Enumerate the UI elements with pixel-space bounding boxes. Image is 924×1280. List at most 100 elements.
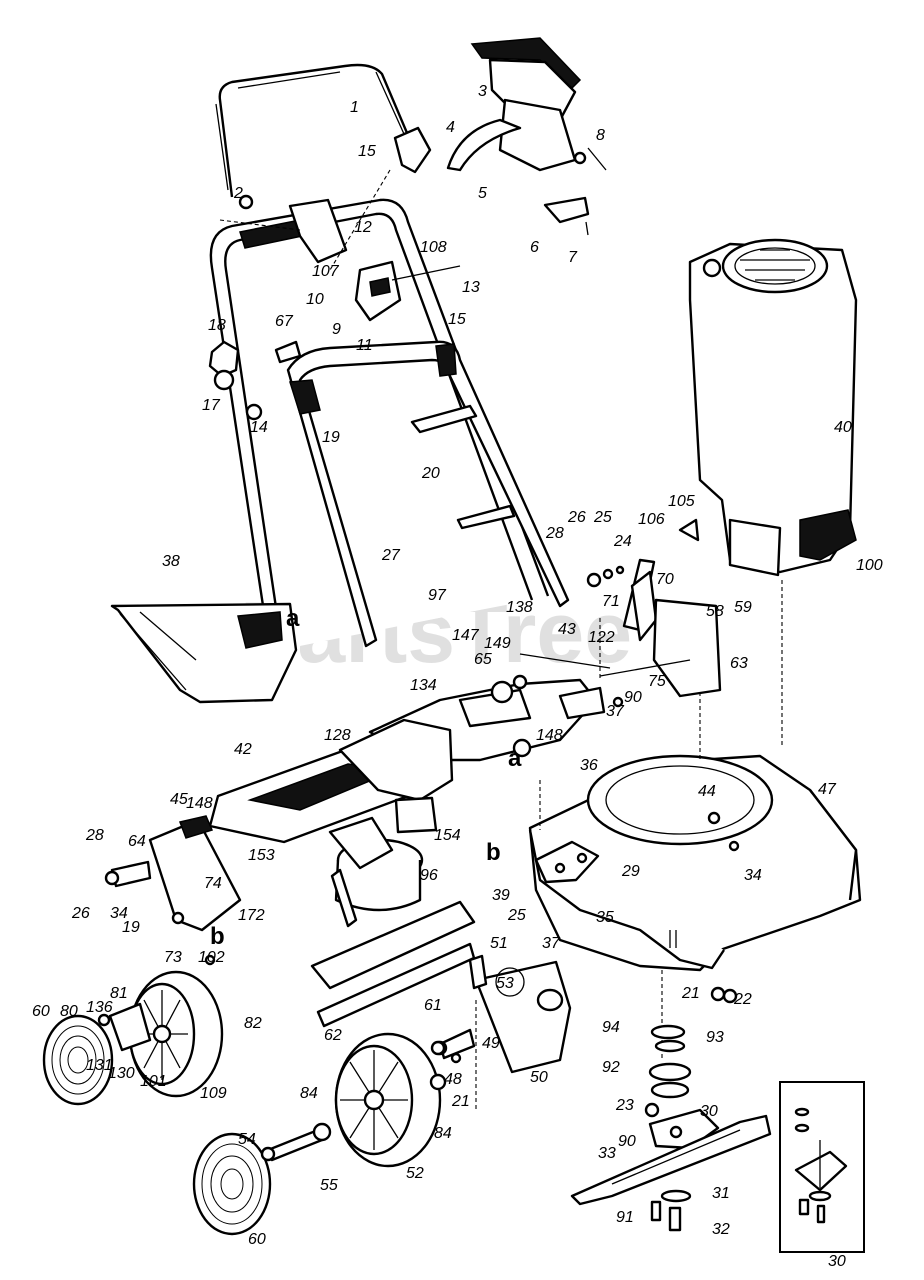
part-number-label: 73 [164, 949, 182, 966]
part-number-label: 71 [602, 593, 620, 610]
part-number-label: 24 [613, 533, 632, 550]
part-number-label: 40 [834, 419, 852, 436]
part-number-label: 92 [602, 1059, 620, 1076]
part-number-label: 63 [730, 655, 748, 672]
part-number-label: 136 [86, 999, 113, 1016]
handle-knob [238, 194, 254, 210]
part-number-label: 28 [545, 525, 564, 542]
rear-hubcap [42, 1014, 114, 1106]
part-number-label: 96 [420, 867, 438, 884]
part-number-label: 4 [446, 119, 455, 136]
part-number-label: 122 [588, 629, 615, 646]
part-number-label: 131 [86, 1057, 113, 1074]
part-number-label: 67 [275, 313, 294, 330]
part-number-label: 34 [744, 867, 762, 884]
part-number-label: 21 [681, 985, 700, 1002]
rear-wheel-adjuster [97, 1002, 152, 1052]
part-number-label: 60 [32, 1003, 50, 1020]
part-number-label: 54 [238, 1131, 256, 1148]
part-number-label: 19 [322, 429, 340, 446]
mower-blade [570, 1114, 772, 1206]
part-number-label: 12 [354, 219, 372, 236]
part-number-label: 106 [638, 511, 665, 528]
part-number-label: 22 [733, 991, 752, 1008]
part-number-label: 97 [428, 587, 447, 604]
part-number-label: 10 [306, 291, 324, 308]
front-wheel [334, 1032, 442, 1168]
part-number-label: 36 [580, 757, 598, 774]
part-number-label: 35 [596, 909, 614, 926]
part-number-label: 5 [478, 185, 487, 202]
part-number-label: 27 [381, 547, 401, 564]
part-number-label: 134 [410, 677, 437, 694]
handle-bracket [393, 126, 432, 174]
part-number-label: 2 [233, 185, 243, 202]
part-number-label: 53 [496, 975, 514, 992]
part-number-label: 11 [356, 337, 373, 354]
part-number-label: 21 [451, 1093, 470, 1110]
part-number-label: 33 [598, 1145, 616, 1162]
part-number-label: 9 [332, 321, 341, 338]
part-number-label: 31 [712, 1185, 730, 1202]
discharge-deflector [328, 816, 424, 928]
front-axle-bolt [260, 1040, 462, 1162]
part-number-label: 90 [618, 1133, 636, 1150]
part-number-label: 65 [474, 651, 492, 668]
mower-deck [528, 754, 862, 972]
callout-b-deck: b [486, 839, 501, 866]
part-number-label: 70 [656, 571, 674, 588]
part-number-label: 147 [452, 627, 480, 644]
part-number-label: 75 [648, 673, 666, 690]
part-number-label: 74 [204, 875, 222, 892]
part-number-label: 1 [350, 99, 359, 116]
rear-baffle [310, 900, 476, 1028]
part-number-label: 94 [602, 1019, 620, 1036]
part-number-label: 62 [324, 1027, 342, 1044]
part-number-label: 60 [248, 1231, 266, 1248]
part-number-label: 37 [542, 935, 561, 952]
part-number-label: 30 [700, 1103, 718, 1120]
part-number-label: 138 [506, 599, 533, 616]
part-number-label: 148 [536, 727, 563, 744]
engine [678, 238, 858, 577]
cable-bracket [354, 260, 461, 322]
part-number-label: 80 [60, 1003, 78, 1020]
part-number-label: 100 [856, 557, 883, 574]
part-number-label: 15 [448, 311, 466, 328]
upper-handle [215, 63, 418, 198]
callout-b-bracket: b [210, 923, 225, 950]
part-number-label: 52 [406, 1165, 424, 1182]
part-number-label: 44 [698, 783, 716, 800]
part-number-label: 20 [421, 465, 440, 482]
part-number-label: 13 [462, 279, 480, 296]
grass-bag [110, 602, 298, 704]
front-hubcap [192, 1132, 272, 1236]
part-number-label: 25 [507, 907, 526, 924]
handle-knobs [208, 340, 302, 421]
part-number-label: 28 [85, 827, 104, 844]
part-number-label: 30 [828, 1253, 846, 1270]
part-number-label: 93 [706, 1029, 724, 1046]
part-number-label: 84 [300, 1085, 318, 1102]
part-number-label: 149 [484, 635, 511, 652]
part-number-label: 37 [606, 703, 625, 720]
part-number-label: 109 [200, 1085, 227, 1102]
part-number-label: 101 [140, 1073, 167, 1090]
part-number-label: 26 [71, 905, 90, 922]
control-cable [410, 404, 516, 530]
part-number-label: 15 [358, 143, 376, 160]
part-number-label: 47 [818, 781, 837, 798]
inset-detail [779, 1081, 865, 1253]
part-number-label: 84 [434, 1125, 452, 1142]
part-number-label: 6 [530, 239, 539, 256]
part-number-label: 55 [320, 1177, 338, 1194]
throttle-control-assembly [446, 37, 607, 236]
rear-axle-bracket [104, 815, 242, 966]
rear-wheel [128, 970, 224, 1098]
part-number-label: 128 [324, 727, 351, 744]
part-number-label: 19 [122, 919, 140, 936]
lower-handle-frame [286, 340, 570, 648]
part-number-label: 8 [596, 127, 605, 144]
